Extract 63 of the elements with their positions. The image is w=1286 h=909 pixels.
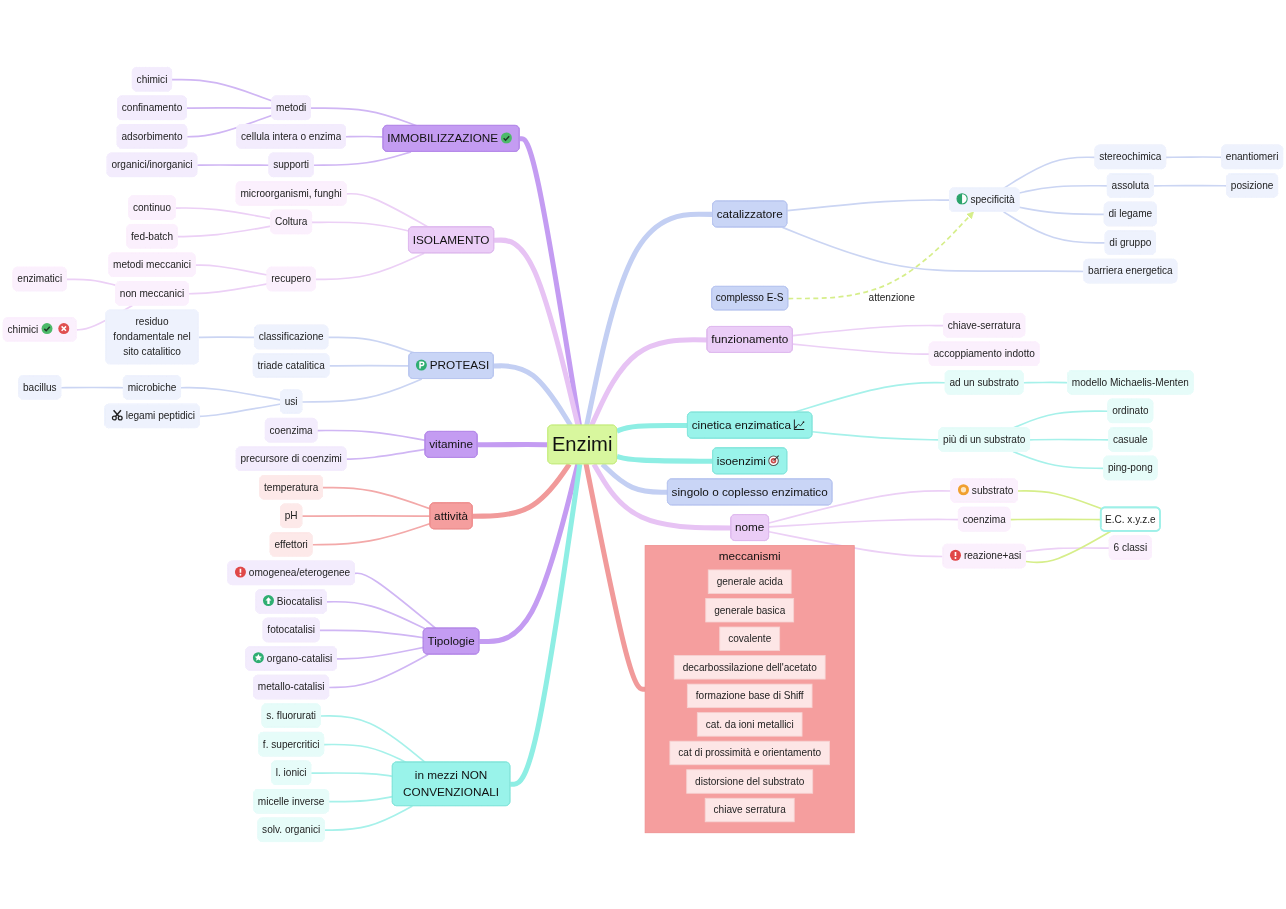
connector: [768, 518, 960, 528]
connector: [600, 462, 668, 495]
connector: [477, 442, 549, 448]
connector: [176, 225, 272, 238]
connector: [345, 448, 427, 460]
node-box: cat di prossimità e orientamento: [669, 740, 830, 766]
connector: [472, 462, 572, 519]
connector: [1018, 206, 1106, 216]
connector: [311, 221, 410, 232]
connector: [328, 653, 429, 689]
connector: [1025, 547, 1111, 553]
connector: [1022, 381, 1069, 384]
connector: [1018, 184, 1109, 194]
connector: [1017, 490, 1104, 510]
connector: [180, 386, 282, 401]
connector: [174, 207, 272, 220]
connector: [1165, 156, 1223, 159]
connector: [336, 646, 425, 660]
connector: [591, 462, 732, 531]
node-box: distorsione del substrato: [686, 769, 814, 794]
connector: [1002, 211, 1107, 244]
connector: [187, 283, 269, 295]
connector: [584, 211, 713, 427]
node-box: generale acida: [707, 569, 792, 594]
connector: [354, 572, 437, 630]
connector: [583, 463, 646, 692]
connector: [301, 378, 423, 403]
connector: [494, 237, 581, 427]
connector: [616, 422, 688, 434]
connector: [196, 164, 271, 167]
connector: [1152, 184, 1228, 187]
node-box: covalente: [719, 626, 781, 651]
connector: [312, 151, 412, 167]
node-box: formazione base di Shiff: [686, 683, 813, 709]
node-box: chiave serratura: [704, 797, 795, 823]
connector: [326, 600, 427, 630]
connector: [792, 343, 931, 355]
node-box: cat. da ioni metallici: [696, 712, 803, 737]
connector: [1025, 530, 1112, 564]
connector: [65, 278, 117, 287]
connector: [198, 403, 282, 418]
connector: [328, 795, 394, 803]
edge-label: attenzione: [868, 292, 916, 305]
connector: [314, 252, 426, 281]
connector: [786, 199, 951, 212]
connector: [519, 136, 582, 426]
connector: [323, 805, 414, 832]
node-box: generale basica: [705, 598, 795, 623]
connector: [792, 324, 945, 337]
connector: [589, 337, 708, 427]
connector: [60, 386, 125, 389]
connector: [318, 629, 425, 639]
arrow: [787, 211, 974, 300]
connector: [327, 336, 415, 354]
connector: [197, 336, 256, 339]
connector: [310, 772, 394, 778]
connector: [493, 363, 573, 427]
connector: [1012, 450, 1105, 470]
connector: [186, 114, 274, 138]
node-box: decarbossilazione dell'acetato: [673, 655, 826, 680]
connector: [316, 429, 427, 442]
connector: [194, 264, 269, 276]
connector: [616, 454, 714, 464]
